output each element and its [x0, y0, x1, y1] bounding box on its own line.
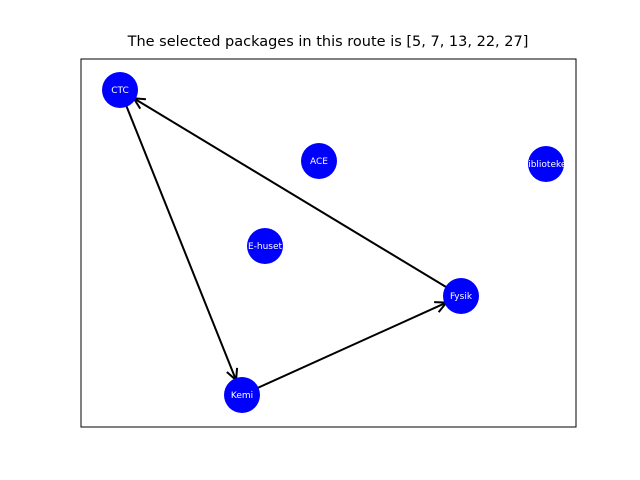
edge-ctc-to-kemi — [122, 97, 239, 383]
node-ehuset: E-huset — [247, 228, 283, 264]
edge-line — [133, 97, 455, 293]
node-label: Kemi — [231, 391, 253, 401]
node-circle — [528, 146, 564, 182]
edge-layer — [122, 97, 455, 393]
node-fysik: Fysik — [443, 278, 479, 314]
diagram-title: The selected packages in this route is [… — [127, 34, 529, 50]
node-bibliotek: Biblioteket — [522, 146, 570, 182]
edge-fysik-to-ctc — [131, 97, 455, 293]
node-ctc: CTC — [102, 72, 138, 108]
node-circle — [443, 278, 479, 314]
node-circle — [224, 377, 260, 413]
edge-line — [122, 97, 237, 381]
node-circle — [102, 72, 138, 108]
edge-kemi-to-fysik — [248, 301, 449, 393]
node-label: E-huset — [248, 242, 283, 252]
plot-frame — [80, 58, 577, 428]
node-circle — [301, 143, 337, 179]
node-ace: ACE — [301, 143, 337, 179]
node-label: Fysik — [450, 292, 473, 302]
node-kemi: Kemi — [224, 377, 260, 413]
edge-line — [248, 301, 447, 393]
node-label: CTC — [111, 86, 129, 96]
node-label: ACE — [310, 157, 328, 167]
node-circle — [247, 228, 283, 264]
node-label: Biblioteket — [522, 160, 570, 170]
